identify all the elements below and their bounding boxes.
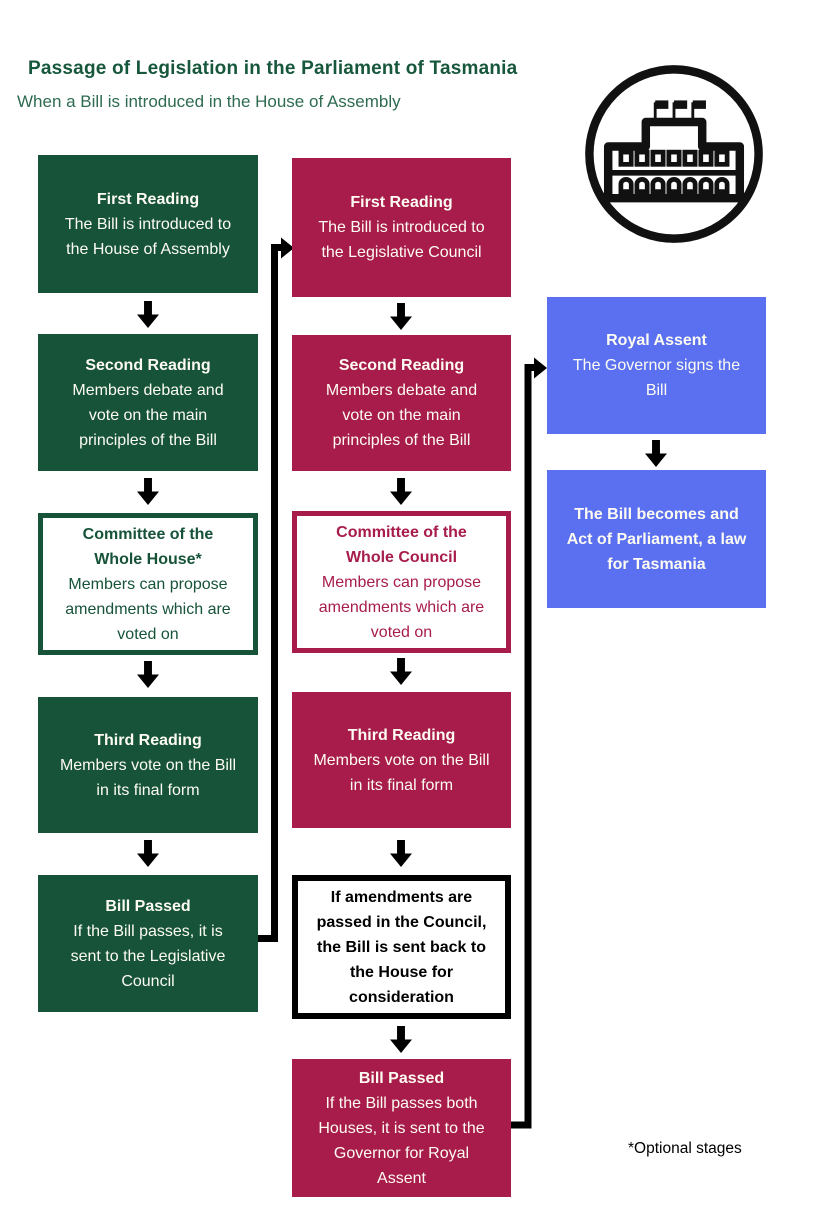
flow-box-assembly-first-reading: First Reading The Bill is introduced to … <box>38 155 258 293</box>
box-body: Members vote on the Bill in its final fo… <box>313 751 490 794</box>
flow-box-assembly-second-reading: Second Reading Members debate and vote o… <box>38 334 258 471</box>
box-body: The Governor signs the Bill <box>572 357 741 399</box>
box-body: Members debate and vote on the main prin… <box>72 381 224 449</box>
arrow-right-icon <box>534 357 547 379</box>
optional-stages-footnote: *Optional stages <box>628 1140 742 1157</box>
flow-box-council-third-reading: Third Reading Members vote on the Bill i… <box>292 692 511 828</box>
flow-box-council-first-reading: First Reading The Bill is introduced to … <box>292 158 511 297</box>
connector-council-to-assent <box>511 357 547 1129</box>
box-title: The Bill becomes and Act of Parliament, … <box>566 505 747 573</box>
box-title: Committee of the Whole House* <box>82 525 214 568</box>
flow-box-council-amendments-note: If amendments are passed in the Council,… <box>292 875 511 1019</box>
box-title: Second Reading <box>85 356 211 374</box>
box-title: Bill Passed <box>358 1069 445 1087</box>
box-title: Third Reading <box>347 726 456 744</box>
box-title: First Reading <box>350 194 453 211</box>
box-title: Committee of the Whole Council <box>336 523 467 566</box>
box-body: Members can propose amendments which are… <box>318 573 485 641</box>
page-title: Passage of Legislation in the Parliament… <box>28 58 518 79</box>
box-title: Royal Assent <box>606 332 707 349</box>
box-body: The Bill is introduced to the House of A… <box>64 215 232 258</box>
flow-box-assembly-committee: Committee of the Whole House* Members ca… <box>38 513 258 655</box>
flow-box-council-committee: Committee of the Whole Council Members c… <box>292 511 511 653</box>
box-body: If the Bill passes both Houses, it is se… <box>318 1094 485 1187</box>
box-title: Second Reading <box>338 357 465 374</box>
flow-box-royal-assent: Royal Assent The Governor signs the Bill <box>547 297 766 434</box>
flow-box-assembly-bill-passed: Bill Passed If the Bill passes, it is se… <box>38 875 258 1012</box>
flow-box-council-bill-passed: Bill Passed If the Bill passes both Hous… <box>292 1059 511 1197</box>
box-body: Members vote on the Bill in its final fo… <box>59 756 237 799</box>
box-title: Third Reading <box>94 731 202 749</box>
box-title: Bill Passed <box>105 897 191 915</box>
box-body: Members can propose amendments which are… <box>65 575 231 643</box>
parliament-building-icon <box>585 65 763 243</box>
box-body: Members debate and vote on the main prin… <box>325 382 478 449</box>
flow-box-council-second-reading: Second Reading Members debate and vote o… <box>292 335 511 471</box>
connector-assembly-to-council <box>258 237 294 942</box>
flow-box-act-of-parliament: The Bill becomes and Act of Parliament, … <box>547 470 766 608</box>
flow-box-assembly-third-reading: Third Reading Members vote on the Bill i… <box>38 697 258 833</box>
box-body: If the Bill passes, it is sent to the Le… <box>70 922 226 990</box>
box-title: First Reading <box>96 190 200 208</box>
arrow-right-icon <box>281 237 294 259</box>
box-title: If amendments are passed in the Council,… <box>316 888 487 1006</box>
box-body: The Bill is introduced to the Legislativ… <box>318 219 485 261</box>
page-subtitle: When a Bill is introduced in the House o… <box>17 92 401 111</box>
